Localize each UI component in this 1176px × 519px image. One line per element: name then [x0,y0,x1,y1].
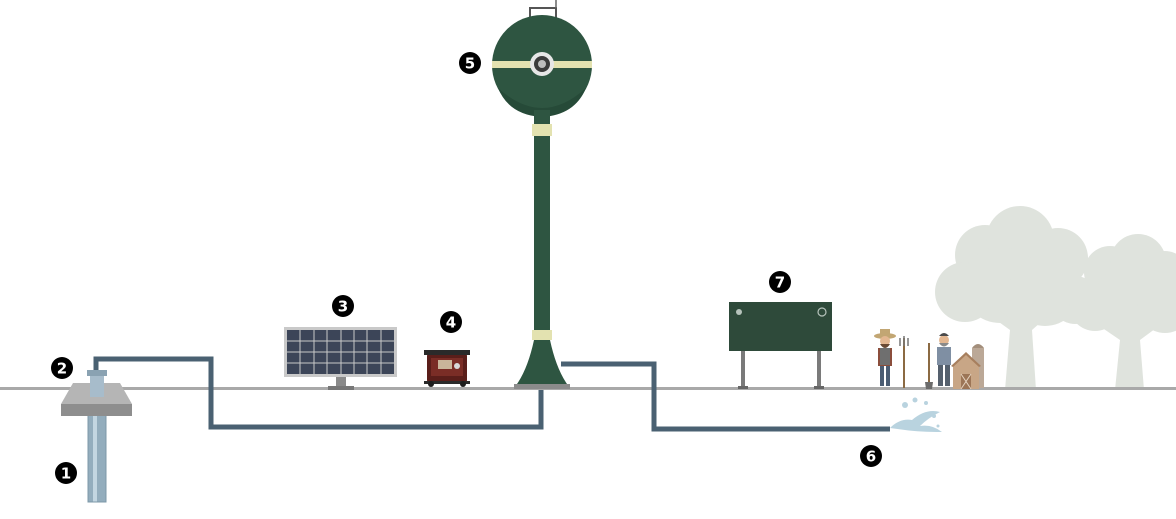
marker-control-panel: 7 [769,271,791,293]
control-panel-icon [729,302,832,389]
wellhead-icon [61,370,132,416]
ground-line [0,387,1176,390]
marker-label: 5 [465,55,475,73]
pipe-tower-to-outlet [561,361,890,432]
marker-label: 3 [338,298,348,316]
marker-outlet: 6 [860,445,882,467]
marker-label: 2 [57,360,67,378]
barn-icon [951,344,984,390]
marker-label: 4 [446,314,456,332]
diagram-markers: 1 2 3 4 5 6 7 [51,52,882,484]
marker-label: 1 [61,465,71,483]
water-tower-icon [492,0,592,389]
pipes [93,356,890,432]
water-splash-icon [890,397,942,432]
marker-water-tower: 5 [459,52,481,74]
marker-label: 6 [866,448,876,466]
generator-icon [424,350,470,387]
farmer-icon [874,329,909,388]
solar-panel-icon [284,327,397,390]
marker-label: 7 [775,274,785,292]
trees [935,206,1176,390]
farmer-icon [925,333,951,389]
tree-icon [1069,234,1176,390]
pipe-wellhead-to-tower [93,356,544,430]
marker-well: 1 [55,462,77,484]
marker-generator: 4 [440,311,462,333]
marker-solar-panel: 3 [332,295,354,317]
marker-wellhead: 2 [51,357,73,379]
